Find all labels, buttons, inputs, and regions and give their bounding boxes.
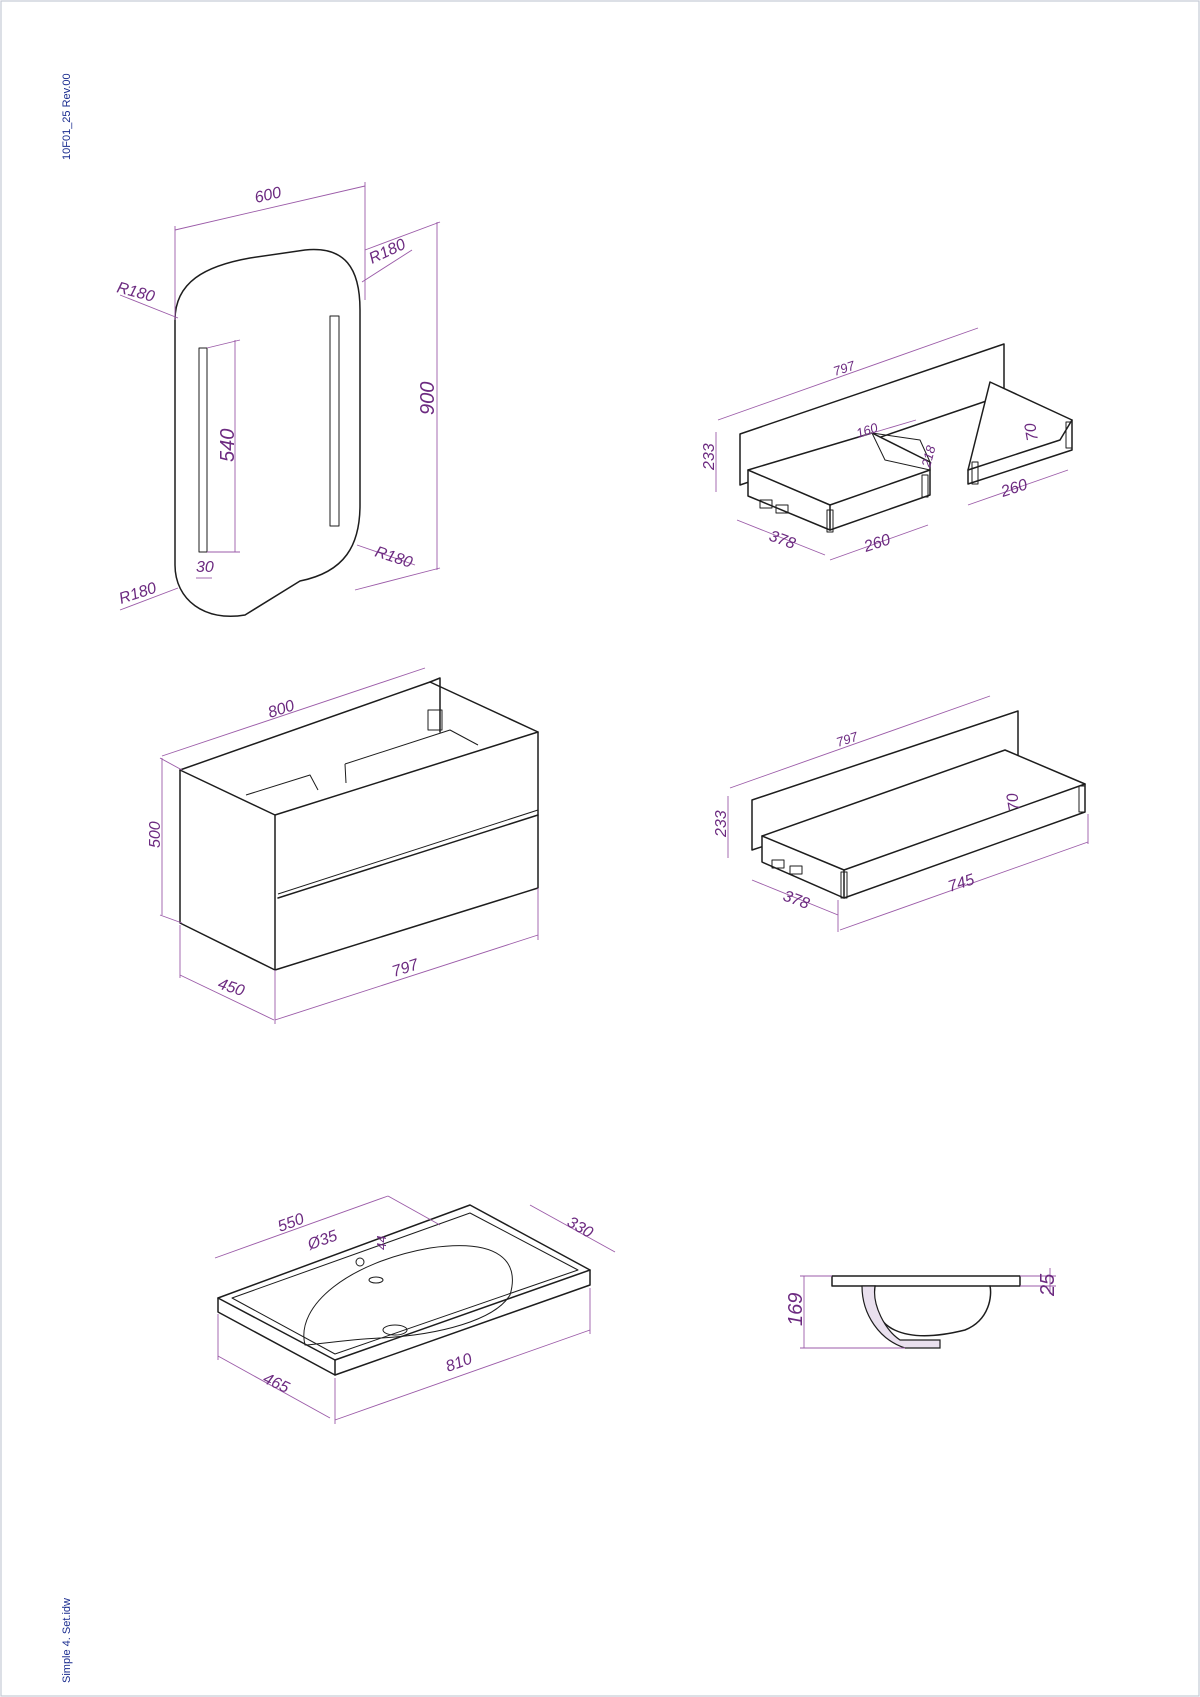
drawer-upper-runner-right	[971, 461, 979, 485]
basin-bowl-width-label: 550	[276, 1211, 307, 1236]
mirror-radius-bottom-right: R180	[373, 544, 415, 572]
drawer-upper-slot-1	[759, 499, 773, 509]
cabinet-top-front-edge	[274, 731, 539, 816]
basin-section-height-label: 169	[785, 1293, 807, 1326]
basin-section-rim-label: 25	[1037, 1273, 1059, 1297]
basin-depth-label: 465	[260, 1370, 291, 1397]
cabinet-drawer-split	[277, 814, 539, 899]
drawer-upper-side-height-label: 70	[1022, 422, 1042, 443]
mirror-light-length-label: 540	[217, 429, 239, 462]
cabinet-drawer-split-shadow	[277, 809, 539, 895]
cabinet-depth-label: 450	[216, 976, 247, 1000]
drawer-upper-depth-label: 378	[767, 528, 798, 553]
drawer-upper-view: 797 233 378 260 260 160 218 70	[701, 327, 1073, 561]
drawer-upper-height-label: 233	[701, 443, 718, 471]
mirror-light-strip-right	[329, 315, 340, 527]
mirror-light-width-label: 30	[196, 559, 214, 576]
drawer-upper-right-width-label: 260	[998, 476, 1030, 501]
basin-section-waste-end	[939, 1340, 941, 1348]
drawer-upper-cutout-depth-label: 218	[918, 443, 939, 470]
drawer-lower-runner-right	[1078, 785, 1086, 813]
drawer-lower-depth-label: 378	[781, 888, 812, 913]
drawer-upper-width-label: 797	[831, 358, 857, 379]
drawer-upper-cutout	[871, 432, 931, 471]
basin-inner-rim	[231, 1212, 579, 1355]
revision-label: 10F01_25 Rev.00	[61, 73, 73, 160]
drawer-lower-slot-2	[789, 865, 803, 875]
cabinet-back-panel	[429, 677, 441, 733]
basin-section-rim	[831, 1275, 1021, 1287]
basin-top	[217, 1204, 591, 1376]
cabinet-body	[179, 681, 539, 971]
drawer-lower-side-height-label: 70	[1004, 792, 1024, 813]
drawer-lower-width-label: 797	[834, 729, 860, 750]
mirror-radius-top-left: R180	[115, 279, 156, 305]
basin-tap-hole-label: Ø35	[305, 1227, 340, 1254]
drawer-upper-left-width-label: 260	[861, 531, 893, 556]
basin-bowl	[303, 1245, 513, 1346]
drawer-upper-cutout-label: 160	[854, 420, 880, 441]
basin-drain	[382, 1324, 408, 1336]
drawer-lower-height-label: 233	[713, 810, 730, 838]
drawer-lower-slot-1	[771, 859, 785, 869]
basin-tap-hole	[355, 1257, 365, 1267]
basin-view: 550 330 Ø35 44 465 810	[214, 1195, 616, 1424]
cabinet-height-label: 500	[147, 821, 164, 848]
drawer-upper-slot-2	[775, 504, 789, 514]
mirror-outline	[174, 248, 361, 617]
file-label: Simple 4. Set.idw	[61, 1598, 73, 1683]
drawer-upper-runner-mid	[921, 474, 929, 498]
basin-overflow	[368, 1276, 384, 1284]
basin-tap-offset-label: 44	[374, 1236, 389, 1250]
mirror-width-label: 600	[253, 184, 283, 207]
cabinet-width-top-label: 800	[266, 697, 297, 721]
drawer-lower-inner-width-label: 745	[946, 871, 977, 895]
drawer-lower-view: 797 233 378 745 70	[713, 695, 1089, 932]
cabinet-inner-frame	[245, 729, 479, 796]
drawer-upper-runner-end	[1065, 421, 1073, 449]
cabinet-hanging-bracket	[427, 709, 443, 731]
mirror-view: 600 900 540 30 R180 R180 R180 R180	[115, 182, 441, 617]
basin-section-waste	[861, 1285, 941, 1349]
basin-bowl-offset-label: 330	[564, 1214, 596, 1242]
cabinet-view: 800 500 450 797	[147, 667, 539, 1024]
mirror-light-strip-left	[198, 347, 208, 553]
basin-section-view: 169 25	[785, 1268, 1059, 1349]
basin-section-bowl	[873, 1285, 992, 1337]
drawer-lower-runner-left	[840, 871, 848, 899]
drawer-upper-runner-left	[826, 509, 834, 533]
drawer-upper-right-inner	[967, 419, 1073, 471]
mirror-radius-top-right: R180	[367, 236, 409, 268]
mirror-height-label: 900	[417, 382, 439, 415]
cabinet-front-width-label: 797	[390, 956, 422, 981]
